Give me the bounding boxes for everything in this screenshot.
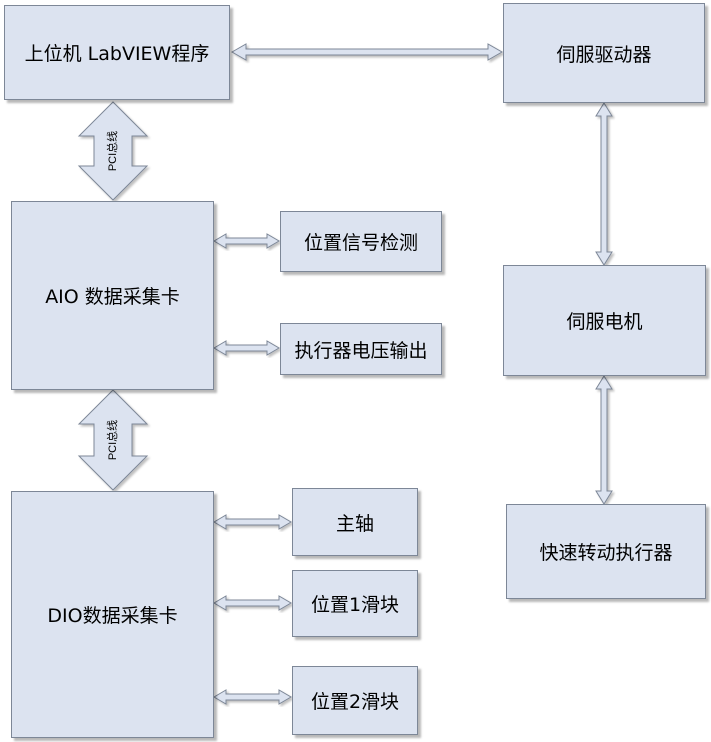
- position-detect-label: 位置信号检测: [303, 232, 418, 254]
- dio-card-label: DIO数据采集卡: [47, 605, 178, 627]
- actuator-voltage-label: 执行器电压输出: [294, 339, 428, 362]
- slider1-label: 位置1滑块: [310, 594, 400, 616]
- pci-bus-arrow-1: [77, 101, 149, 201]
- dio-to-slider2-arrow: [213, 689, 292, 705]
- dio-to-spindle-arrow: [213, 514, 292, 530]
- dio-card-box: DIO数据采集卡: [11, 491, 214, 738]
- aio-to-position-detect-arrow: [213, 233, 280, 249]
- servo-motor-box: 伺服电机: [503, 265, 706, 376]
- host-to-servo-driver-arrow: [230, 43, 504, 61]
- slider2-box: 位置2滑块: [292, 666, 418, 735]
- slider2-label: 位置2滑块: [310, 691, 400, 713]
- servo-driver-to-motor-arrow: [595, 102, 613, 266]
- servo-motor-to-actuator-arrow: [595, 375, 613, 505]
- dio-to-slider1-arrow: [213, 595, 292, 611]
- servo-driver-box: 伺服驱动器: [503, 3, 705, 103]
- host-labview-box: 上位机 LabVIEW程序: [4, 5, 230, 100]
- actuator-voltage-box: 执行器电压输出: [280, 323, 442, 375]
- spindle-label: 主轴: [335, 512, 374, 535]
- aio-card-box: AIO 数据采集卡: [11, 201, 214, 390]
- fast-actuator-label: 快速转动执行器: [539, 542, 673, 564]
- aio-to-actuator-voltage-arrow: [213, 340, 280, 356]
- host-labview-label: 上位机 LabVIEW程序: [24, 43, 210, 65]
- pci-bus-label-1: PCI总线: [105, 131, 119, 171]
- pci-bus-arrow-2: [77, 389, 149, 491]
- pci-bus-label-2: PCI总线: [105, 420, 119, 460]
- fast-actuator-box: 快速转动执行器: [506, 504, 706, 599]
- position-detect-box: 位置信号检测: [280, 211, 442, 272]
- servo-motor-label: 伺服电机: [566, 311, 643, 333]
- spindle-box: 主轴: [292, 488, 418, 556]
- servo-driver-label: 伺服驱动器: [556, 43, 652, 66]
- aio-card-label: AIO 数据采集卡: [45, 286, 180, 308]
- slider1-box: 位置1滑块: [292, 570, 418, 637]
